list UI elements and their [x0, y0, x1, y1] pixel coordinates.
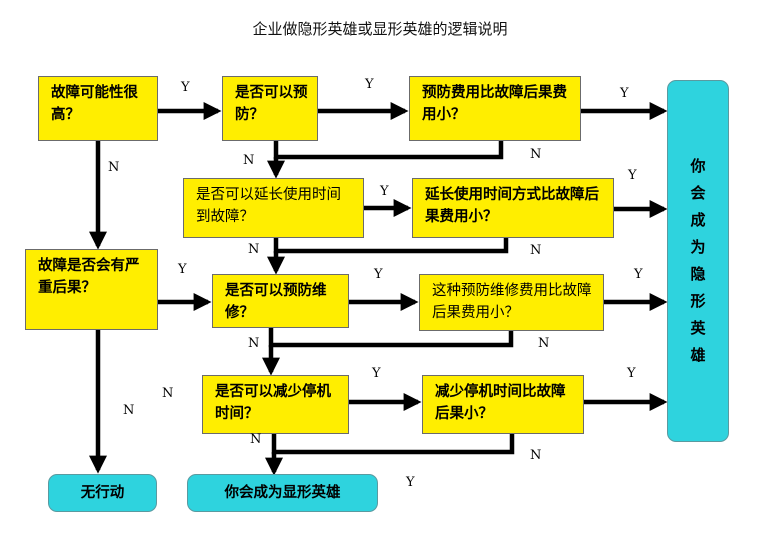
- label-no: N: [250, 432, 262, 447]
- label-yes: Y: [628, 168, 637, 183]
- decision-preventive-maintenance: 是否可以预防维修？: [212, 274, 349, 328]
- label-yes: Y: [406, 475, 415, 490]
- label-no: N: [248, 242, 260, 257]
- outcome-no-action-label: 无行动: [80, 485, 125, 501]
- decision-severe-consequence: 故障是否会有严重后果？: [25, 249, 158, 330]
- decision-downtime-cost: 减少停机时间比故障后果小？: [422, 375, 584, 434]
- label-yes: Y: [181, 80, 190, 95]
- connector-q9-q10-no: [271, 434, 515, 455]
- label-yes: Y: [634, 267, 643, 282]
- label-no: N: [530, 243, 542, 258]
- decision-extend-life: 是否可以延长使用时间到故障？: [183, 178, 364, 238]
- label-no: N: [248, 336, 260, 351]
- connector-q2-q3-no: [273, 141, 504, 160]
- decision-reduce-downtime: 是否可以减少停机时间？: [202, 375, 349, 434]
- label-yes: Y: [374, 267, 383, 282]
- decision-preventable: 是否可以预防？: [222, 76, 318, 141]
- label-no: N: [538, 336, 550, 351]
- decision-maintenance-cost: 这种预防维修费用比故障后果费用小？: [419, 274, 604, 331]
- label-yes: Y: [627, 366, 636, 381]
- connector-q7-q8-no: [268, 328, 514, 348]
- connector-q4-q5-no: [273, 238, 509, 254]
- label-no: N: [108, 160, 120, 175]
- decision-failure-likely: 故障可能性很高？: [38, 76, 158, 141]
- label-yes: Y: [380, 184, 389, 199]
- label-no: N: [530, 147, 542, 162]
- label-yes: Y: [178, 262, 187, 277]
- label-no: N: [162, 386, 174, 401]
- label-no: N: [123, 403, 135, 418]
- outcome-visible-hero: 你会成为显形英雄: [187, 474, 378, 512]
- decision-extend-cost: 延长使用时间方式比故障后果费用小？: [412, 178, 614, 238]
- label-yes: Y: [372, 366, 381, 381]
- label-yes: Y: [620, 86, 629, 101]
- label-yes: Y: [365, 77, 374, 92]
- outcome-visible-hero-label: 你会成为显形英雄: [224, 485, 341, 501]
- page-title: 企业做隐形英雄或显形英雄的逻辑说明: [252, 20, 508, 38]
- label-no: N: [243, 153, 255, 168]
- outcome-hidden-hero: 你会成为隐形英雄: [667, 80, 729, 442]
- outcome-hidden-hero-label: 你会成为隐形英雄: [690, 157, 706, 364]
- outcome-no-action: 无行动: [48, 474, 157, 512]
- label-no: N: [530, 448, 542, 463]
- decision-prevention-cost: 预防费用比故障后果费用小？: [409, 76, 581, 141]
